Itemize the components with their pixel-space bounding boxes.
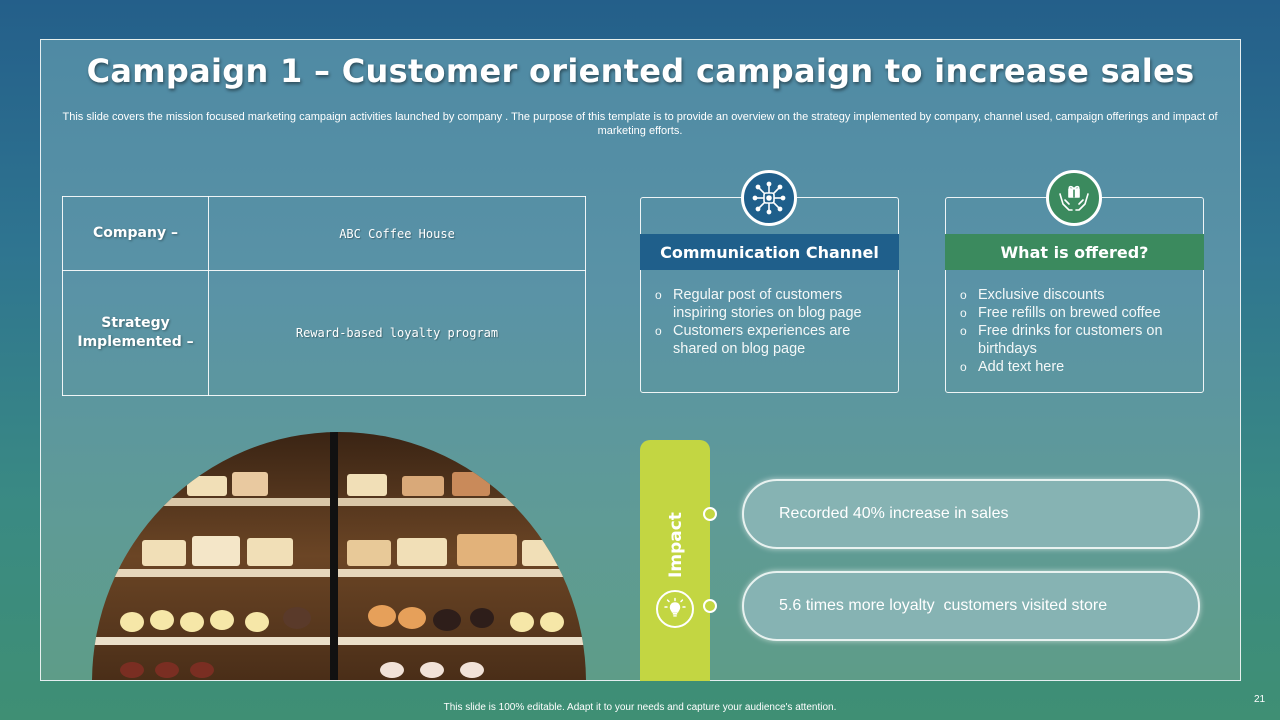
campaign-info-table: Company – ABC Coffee House Strategy Impl… (62, 196, 586, 396)
communication-channel-list: Regular post of customers inspiring stor… (655, 286, 880, 358)
network-icon (741, 170, 797, 226)
bakery-display-photo (92, 432, 586, 680)
impact-item-text: 5.6 times more loyalty customers visited… (779, 597, 1108, 614)
table-row: Company – ABC Coffee House (62, 196, 586, 271)
list-item: Free drinks for customers on birthdays (960, 322, 1185, 358)
table-row: Strategy Implemented – Reward-based loya… (62, 270, 586, 396)
hands-gift-icon (1046, 170, 1102, 226)
list-item: Free refills on brewed coffee (960, 304, 1185, 322)
footer-note: This slide is 100% editable. Adapt it to… (443, 702, 837, 713)
what-is-offered-list: Exclusive discounts Free refills on brew… (960, 286, 1185, 376)
what-is-offered-heading: What is offered? (945, 234, 1204, 270)
impact-item-text: Recorded 40% increase in sales (779, 505, 1009, 522)
impact-label: Impact (666, 512, 686, 578)
impact-bar (640, 440, 710, 681)
list-item: Customers experiences are shared on blog… (655, 322, 880, 358)
communication-channel-card: Communication Channel Regular post of cu… (640, 170, 899, 393)
page-subtitle: This slide covers the mission focused ma… (62, 111, 1218, 137)
connector-dot (703, 507, 717, 521)
communication-channel-heading: Communication Channel (640, 234, 899, 270)
strategy-label: Strategy Implemented – (62, 270, 209, 396)
strategy-value: Reward-based loyalty program (208, 270, 586, 396)
company-value: ABC Coffee House (208, 196, 586, 271)
what-is-offered-card: What is offered? Exclusive discounts Fre… (945, 170, 1204, 393)
impact-item-loyalty: 5.6 times more loyalty customers visited… (742, 571, 1200, 641)
company-label: Company – (62, 196, 209, 271)
list-item: Exclusive discounts (960, 286, 1185, 304)
lightbulb-icon (656, 590, 694, 628)
impact-item-sales: Recorded 40% increase in sales (742, 479, 1200, 549)
list-item: Add text here (960, 358, 1185, 376)
page-title: Campaign 1 – Customer oriented campaign … (86, 52, 1195, 90)
page-number: 21 (1254, 694, 1266, 705)
list-item: Regular post of customers inspiring stor… (655, 286, 880, 322)
connector-dot (703, 599, 717, 613)
